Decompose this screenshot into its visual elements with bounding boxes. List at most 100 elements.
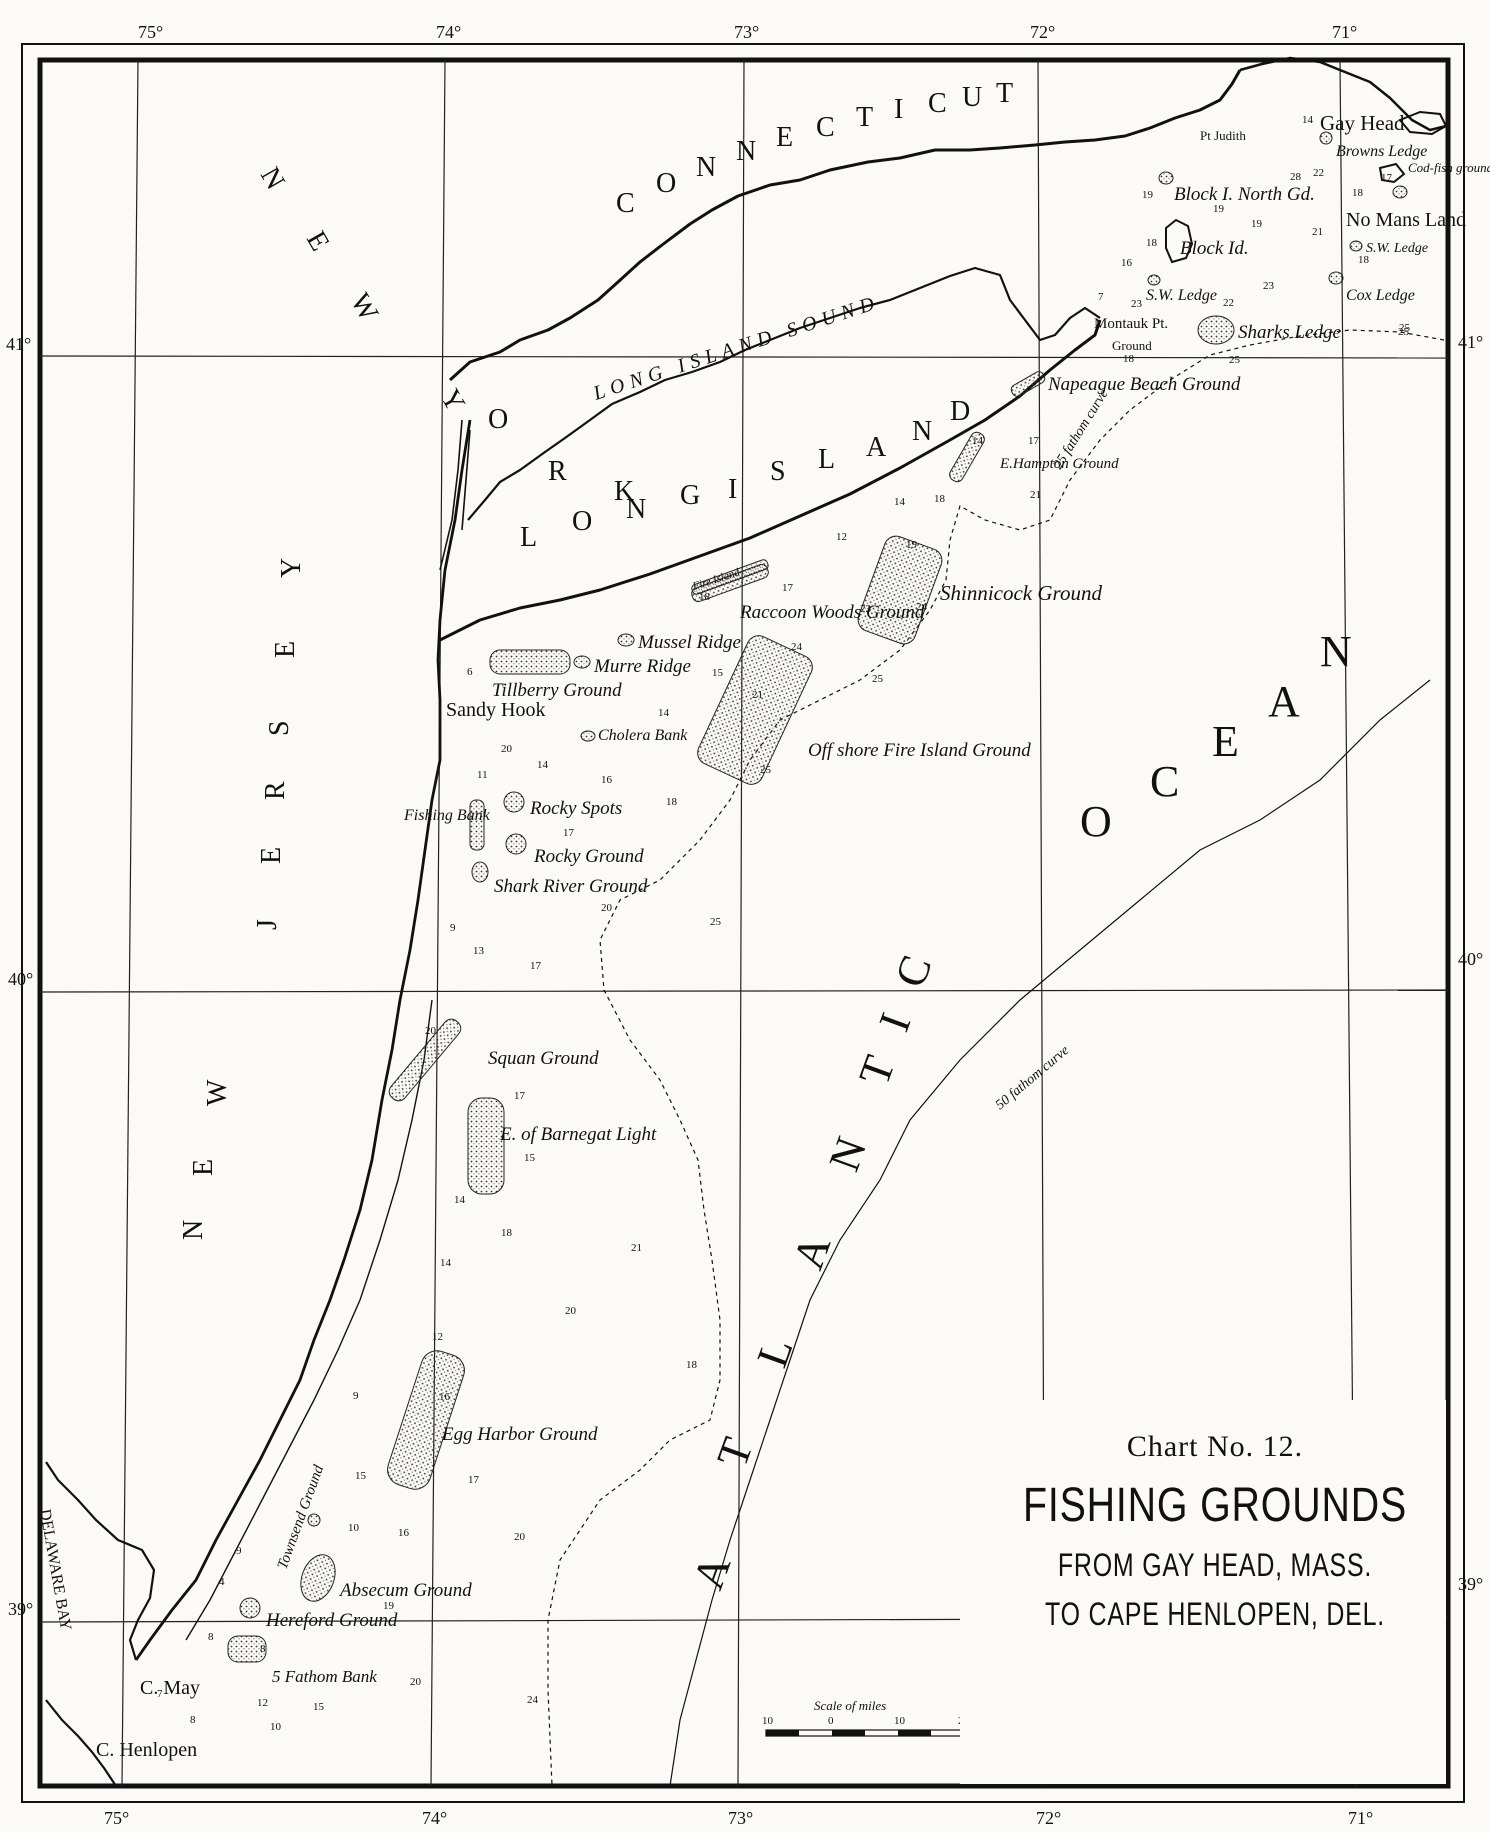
lat-left-39: 39° xyxy=(8,1599,33,1619)
gay-head-label: Gay Head xyxy=(1320,111,1405,135)
townsend-shape xyxy=(307,1513,321,1527)
sounding: 17 xyxy=(1028,435,1040,447)
sounding: 16 xyxy=(439,1391,451,1403)
fishing-bank-label: Fishing Bank xyxy=(403,807,491,824)
sounding: 21 xyxy=(631,1242,642,1254)
new-jersey-l2: S xyxy=(264,718,295,736)
lat-right-40: 40° xyxy=(1458,949,1483,969)
no-mans-land-label: No Mans Land xyxy=(1346,209,1466,231)
sounding: 9 xyxy=(353,1390,359,1402)
scale-of-miles: Scale of miles 10 0 10 20 xyxy=(762,1698,970,1737)
sw-ledge-nml-label: S.W. Ledge xyxy=(1366,241,1428,256)
sounding: 14 xyxy=(972,435,984,447)
ocean-l0: O xyxy=(1080,797,1112,846)
chart-subtitle-1: FROM GAY HEAD, MASS. xyxy=(1057,1547,1373,1583)
sounding: 24 xyxy=(791,641,803,653)
new-jersey-l5: J xyxy=(252,917,283,930)
sw-ledge-block-label: S.W. Ledge xyxy=(1146,287,1217,304)
sounding: 12 xyxy=(257,1697,268,1709)
sounding: 28 xyxy=(1290,171,1302,183)
atlantic-l7: C xyxy=(885,949,941,993)
sounding: 24 xyxy=(527,1694,539,1706)
sounding: 15 xyxy=(313,1701,325,1713)
five-fathom-shape xyxy=(227,1635,267,1663)
block-id-label: Block Id. xyxy=(1180,238,1249,259)
lon-top-75: 75° xyxy=(138,22,163,42)
new-york-l0: N xyxy=(254,162,292,197)
sounding: 25 xyxy=(760,764,772,776)
sounding: 19 xyxy=(906,539,918,551)
long-island-l9: D xyxy=(950,396,972,427)
c-may-label: C. May xyxy=(140,1677,200,1699)
connecticut-l6: T xyxy=(856,102,875,133)
scale-bar-fill-3 xyxy=(898,1730,931,1736)
montauk-pt-label: Montauk Pt. xyxy=(1094,316,1168,332)
long-island-l1: O xyxy=(572,506,594,537)
new-l1: E xyxy=(188,1157,219,1176)
sounding: 18 xyxy=(666,796,678,808)
long-island-l6: L xyxy=(818,444,837,475)
sounding: 18 xyxy=(1123,353,1135,365)
browns-ledge-label-1: Browns Ledge xyxy=(1336,143,1427,160)
napeague-shape xyxy=(1010,371,1046,397)
shinnicock-label: Shinnicock Ground xyxy=(940,581,1102,605)
sounding: 10 xyxy=(348,1522,360,1534)
connecticut-coast xyxy=(448,69,1242,382)
sounding: 12 xyxy=(432,1331,443,1343)
pt-judith-label: Pt Judith xyxy=(1200,128,1246,143)
sounding: 14 xyxy=(894,496,906,508)
tillberry-label: Tillberry Ground xyxy=(492,680,622,701)
atlantic-l2: L xyxy=(747,1331,802,1373)
egg-harbor-label: Egg Harbor Ground xyxy=(441,1424,598,1445)
sounding: 17 xyxy=(563,827,575,839)
chart-subtitle-2: TO CAPE HENLOPEN, DEL. xyxy=(1045,1596,1385,1632)
sounding: 21 xyxy=(1312,226,1323,238)
shark-river-label: Shark River Ground xyxy=(494,876,648,897)
lon-bottom-73: 73° xyxy=(728,1808,753,1828)
sounding: 11 xyxy=(477,769,488,781)
long-island-l7: A xyxy=(866,432,888,463)
long-island-l2: N xyxy=(626,494,648,525)
sounding: 15 xyxy=(524,1152,536,1164)
lon-bottom-75: 75° xyxy=(104,1808,129,1828)
connecticut-l7: I xyxy=(894,94,905,125)
connecticut-l9: U xyxy=(962,82,984,113)
five-fathom-label: 5 Fathom Bank xyxy=(272,1667,377,1686)
cod-fish-shape xyxy=(1392,185,1408,199)
chart-title: FISHING GROUNDS xyxy=(1022,1479,1408,1532)
fifty-fathom-curve xyxy=(669,679,1431,1787)
hudson-river xyxy=(439,419,471,571)
meridian-73 xyxy=(737,59,745,1787)
hereford-shape xyxy=(239,1597,261,1619)
gay-head-shape xyxy=(1319,131,1333,145)
sounding: 23 xyxy=(1263,280,1275,292)
sounding: 18 xyxy=(1146,237,1158,249)
rocky-spots-shape xyxy=(503,791,525,813)
long-island-l4: I xyxy=(728,474,739,505)
ocean-l4: N xyxy=(1320,627,1352,676)
sounding: 16 xyxy=(601,774,613,786)
sounding: 14 xyxy=(440,1257,452,1269)
sounding: 25 xyxy=(710,916,722,928)
scale-tick-10-left: 10 xyxy=(762,1715,774,1727)
sounding: 14 xyxy=(1302,114,1314,126)
block-north-shape xyxy=(1158,171,1174,185)
new-jersey-coast xyxy=(134,419,472,1661)
new-l2: N xyxy=(178,1218,209,1240)
sounding: 21 xyxy=(1030,489,1041,501)
scale-tick-0: 0 xyxy=(828,1715,834,1727)
block-north-gd-label: Block I. North Gd. xyxy=(1174,184,1315,205)
murre-ridge-label: Murre Ridge xyxy=(593,656,691,677)
tillberry-shape xyxy=(489,649,571,675)
new-york-l1: E xyxy=(300,226,336,258)
ocean-l3: A xyxy=(1268,677,1300,726)
offshore-fire-island-shape xyxy=(697,635,813,785)
sounding: 18 xyxy=(934,493,946,505)
sounding: 25 xyxy=(1399,322,1411,334)
cholera-shape xyxy=(580,730,596,742)
sounding: 23 xyxy=(860,603,872,615)
long-island-sound-label: LONG ISLAND SOUND xyxy=(590,291,883,405)
sounding: 14 xyxy=(454,1194,466,1206)
ocean-l1: C xyxy=(1150,757,1179,806)
